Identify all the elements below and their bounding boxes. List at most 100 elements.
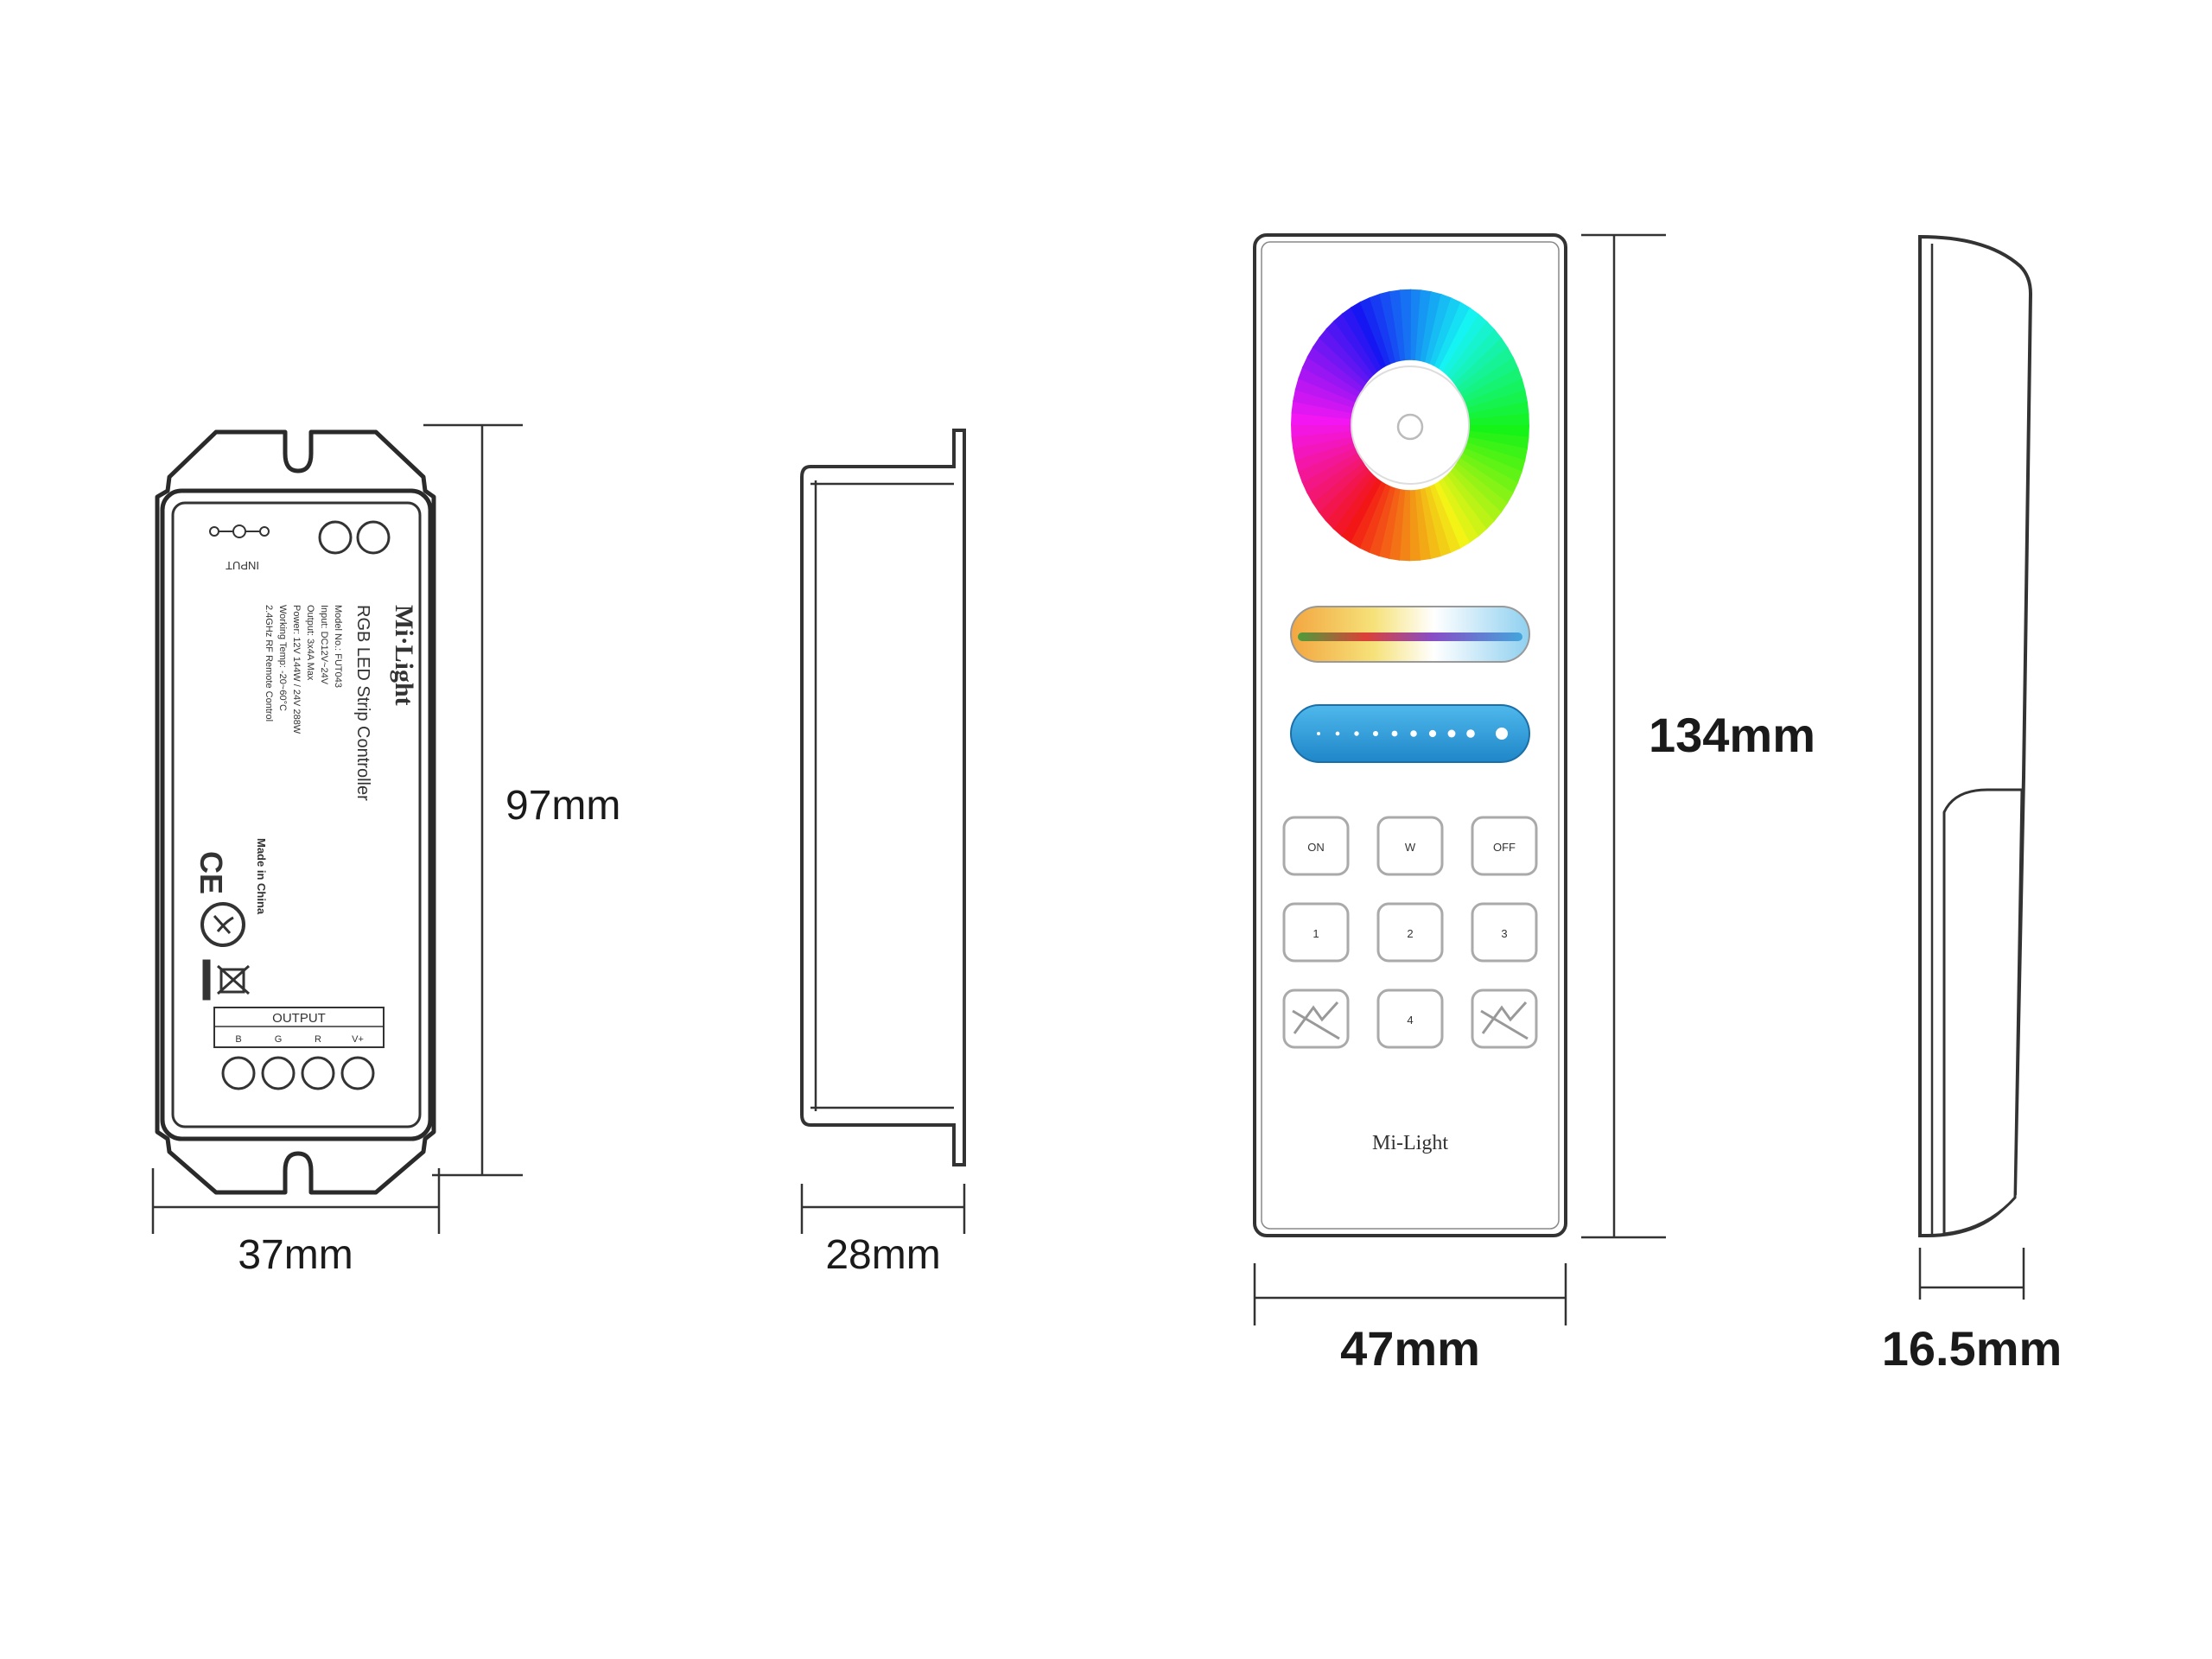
controller-width-label: 37mm: [238, 1232, 353, 1278]
controller-height-dimension: [423, 423, 523, 1177]
output-pin-r: R: [315, 1034, 321, 1045]
input-label: INPUT: [226, 559, 259, 572]
brightness-dot: [1447, 729, 1456, 738]
brightness-dot: [1466, 729, 1475, 738]
color-wheel-segment: [1301, 356, 1362, 398]
color-wheel-segment: [1446, 471, 1495, 531]
weee-bin-icon: [202, 959, 250, 1001]
button-zone-1: 1: [1282, 902, 1350, 963]
color-wheel-segment: [1369, 293, 1396, 365]
color-wheel-segment: [1419, 487, 1441, 560]
controller-product-name: RGB LED Strip Controller: [353, 605, 372, 801]
color-wheel-segment: [1350, 480, 1387, 549]
color-wheel-segment: [1298, 366, 1359, 404]
button-off: OFF: [1471, 816, 1538, 876]
color-wheel-segment: [1466, 413, 1529, 427]
color-wheel-segment: [1368, 486, 1395, 556]
color-wheel-segment: [1379, 290, 1402, 363]
color-wheel-segment: [1398, 489, 1410, 562]
controller-spec-6: 2.4GHz RF Remote Control: [264, 605, 274, 721]
brightness-dot: [1335, 731, 1340, 736]
color-wheel-segment: [1442, 314, 1488, 376]
brightness-dot: [1317, 732, 1320, 735]
controller-front: Mi·Light RGB LED Strip Controller Model …: [155, 429, 436, 1195]
button-mode-left: [1282, 988, 1350, 1049]
button-white: W: [1376, 816, 1444, 876]
color-wheel-segment: [1450, 328, 1503, 385]
color-wheel-segment: [1291, 411, 1354, 425]
remote-height-dimension: [1581, 233, 1666, 1239]
controller-height-label: 97mm: [505, 783, 620, 829]
controller-spec-5: Working Temp: -20~60°C: [277, 605, 288, 711]
brightness-slider: [1290, 704, 1530, 763]
color-wheel-segment: [1425, 294, 1452, 365]
controller-spec-1: Model No.: FUT043: [333, 605, 343, 688]
button-mode-right: [1471, 988, 1538, 1049]
controller-spec-3: Output: 3x4A Max: [305, 605, 315, 681]
svg-text:2: 2: [1407, 927, 1413, 940]
color-wheel-segment: [1433, 481, 1470, 550]
color-wheel-segment: [1341, 307, 1382, 372]
color-wheel-segment: [1424, 486, 1452, 557]
color-wheel-segment: [1378, 487, 1401, 559]
button-grid: ON W OFF 1 2 3: [1282, 816, 1538, 1049]
color-wheel-segment: [1414, 289, 1433, 361]
output-pin-b: B: [235, 1034, 241, 1045]
color-wheel-segment: [1294, 377, 1357, 409]
color-wheel-segment: [1351, 301, 1387, 369]
remote-brand: Mi-Light: [1372, 1132, 1448, 1154]
color-wheel-segment: [1340, 478, 1382, 543]
remote-width-dimension: [1253, 1263, 1567, 1325]
color-wheel-segment: [1433, 302, 1471, 370]
color-wheel-center: [1351, 365, 1470, 485]
color-wheel-segment: [1463, 442, 1526, 474]
color-wheel-segment: [1325, 470, 1374, 530]
svg-text:OFF: OFF: [1493, 841, 1516, 854]
mode-icon: [1480, 1001, 1529, 1040]
mode-icon: [1292, 1001, 1340, 1040]
color-wheel-segment: [1291, 400, 1355, 420]
center-touch-icon: [1396, 413, 1424, 441]
controller-width-dimension: [151, 1168, 441, 1234]
dc-input-symbol-icon: [209, 524, 270, 538]
color-wheel-segment: [1465, 430, 1529, 450]
color-wheel-segment: [1453, 462, 1508, 514]
color-wheel-segment: [1461, 367, 1523, 404]
color-wheel-segment: [1465, 436, 1528, 461]
color-wheel-segment: [1429, 297, 1462, 367]
output-terminal-r: [301, 1056, 335, 1090]
color-wheel-segment: [1332, 474, 1378, 537]
color-wheel-segment: [1312, 461, 1367, 513]
button-zone-2: 2: [1376, 902, 1444, 963]
brightness-max-icon: [1496, 728, 1508, 740]
color-wheel-segment: [1456, 457, 1514, 505]
color-wheel-segment: [1461, 447, 1522, 484]
color-wheel-segment: [1459, 357, 1519, 398]
button-on: ON: [1282, 816, 1350, 876]
svg-text:3: 3: [1501, 927, 1507, 940]
color-wheel-segment: [1459, 452, 1519, 494]
certification-icon: [200, 902, 245, 947]
color-wheel-segment: [1292, 435, 1356, 461]
svg-text:4: 4: [1407, 1014, 1413, 1027]
brightness-dots: [1317, 729, 1475, 738]
controller-depth-dimension: [800, 1184, 966, 1234]
brightness-dot: [1391, 730, 1398, 737]
controller-spec-2: Input: DC12V~24V: [319, 605, 329, 685]
output-pin-vplus: V+: [352, 1034, 364, 1045]
color-wheel-segment: [1446, 321, 1496, 380]
color-wheel-segment: [1429, 484, 1461, 554]
ce-mark: CE: [194, 851, 229, 894]
color-wheel-segment: [1319, 327, 1370, 384]
remote-width-label: 47mm: [1340, 1321, 1480, 1376]
color-wheel-segment: [1438, 478, 1479, 543]
color-wheel-segment: [1359, 296, 1391, 366]
brightness-dot: [1410, 730, 1417, 737]
color-wheel-segment: [1313, 336, 1367, 388]
color-wheel-segment: [1388, 489, 1406, 561]
color-wheel-segment: [1297, 447, 1359, 483]
button-zone-4: 4: [1376, 988, 1444, 1049]
svg-text:1: 1: [1313, 927, 1319, 940]
output-terminal-b: [221, 1056, 256, 1090]
